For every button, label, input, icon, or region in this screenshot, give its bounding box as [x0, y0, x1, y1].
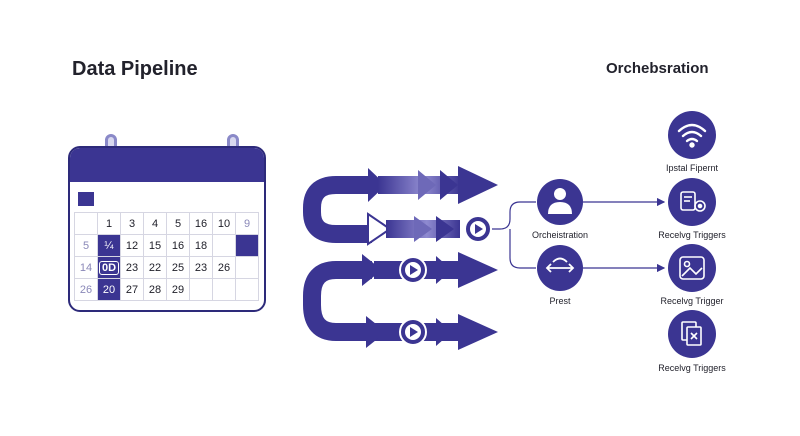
calendar-day-cell: 22 — [144, 257, 167, 279]
trigger-2-label: Recelvg Trigger — [660, 296, 724, 306]
serpentine-band-lower — [303, 261, 380, 341]
calendar-day-cell — [236, 235, 259, 257]
calendar-day-cell: 23 — [121, 257, 144, 279]
calendar-day-cell: 27 — [121, 279, 144, 301]
calendar-header — [70, 148, 264, 182]
calendar-day-cell: ¼ — [98, 235, 121, 257]
pages-icon — [681, 321, 702, 346]
calendar-day-cell — [213, 279, 236, 301]
calendar-day-cell: 9 — [236, 213, 259, 235]
calendar-day-cell: 4 — [144, 213, 167, 235]
split-arrows-icon — [545, 257, 575, 273]
calendar-day-cell: 0D — [98, 257, 121, 279]
calendar-day-cell: 23 — [190, 257, 213, 279]
page-title: Data Pipeline — [72, 58, 198, 80]
connector-line — [492, 201, 536, 230]
calendar-day-cell: 10 — [213, 213, 236, 235]
orchestration-label: Orcheistration — [531, 230, 589, 240]
calendar-day-cell: 12 — [121, 235, 144, 257]
calendar-day-cell — [213, 235, 236, 257]
calendar-day-cell: 18 — [190, 235, 213, 257]
trigger-node-2 — [668, 244, 716, 292]
trigger-3-label: Recelvg Triggers — [658, 363, 726, 373]
section-title: Orchebsration — [606, 60, 709, 77]
calendar-day-cell: 15 — [144, 235, 167, 257]
calendar-day-cell — [75, 213, 98, 235]
calendar-day-cell: 28 — [144, 279, 167, 301]
calendar-day-cell: 16 — [190, 213, 213, 235]
calendar-day-cell — [190, 279, 213, 301]
gear-icon — [680, 191, 706, 212]
calendar-day-cell: 26 — [75, 279, 98, 301]
connector-line-lower — [509, 229, 536, 269]
trigger-node-1 — [668, 178, 716, 226]
calendar-day-cell: 1 — [98, 213, 121, 235]
prest-label: Prest — [549, 296, 571, 306]
flow-arrow-4 — [366, 314, 498, 350]
wifi-node-label: Ipstal Fipernt — [665, 163, 719, 173]
wifi-icon — [677, 123, 707, 148]
calendar-day-cell: 20 — [98, 279, 121, 301]
calendar-day-cell — [236, 279, 259, 301]
calendar-marker — [78, 192, 94, 206]
calendar-day-cell: 5 — [75, 235, 98, 257]
flow-arrow-1 — [368, 166, 498, 204]
calendar-day-cell: 3 — [121, 213, 144, 235]
flow-arrow-3 — [362, 252, 498, 288]
flow-arrow-2 — [367, 212, 492, 246]
calendar-day-cell — [236, 257, 259, 279]
calendar-day-cell: 16 — [167, 235, 190, 257]
trigger-1-label: Recelvg Triggers — [658, 230, 726, 240]
calendar-day-cell: 25 — [167, 257, 190, 279]
person-icon — [548, 188, 572, 214]
serpentine-band — [303, 176, 372, 243]
calendar-day-cell: 26 — [213, 257, 236, 279]
calendar-day-cell: 5 — [167, 213, 190, 235]
calendar-day-cell: 29 — [167, 279, 190, 301]
wifi-node — [668, 111, 716, 159]
gallery-icon — [679, 256, 705, 280]
calendar-day-cell: 14 — [75, 257, 98, 279]
